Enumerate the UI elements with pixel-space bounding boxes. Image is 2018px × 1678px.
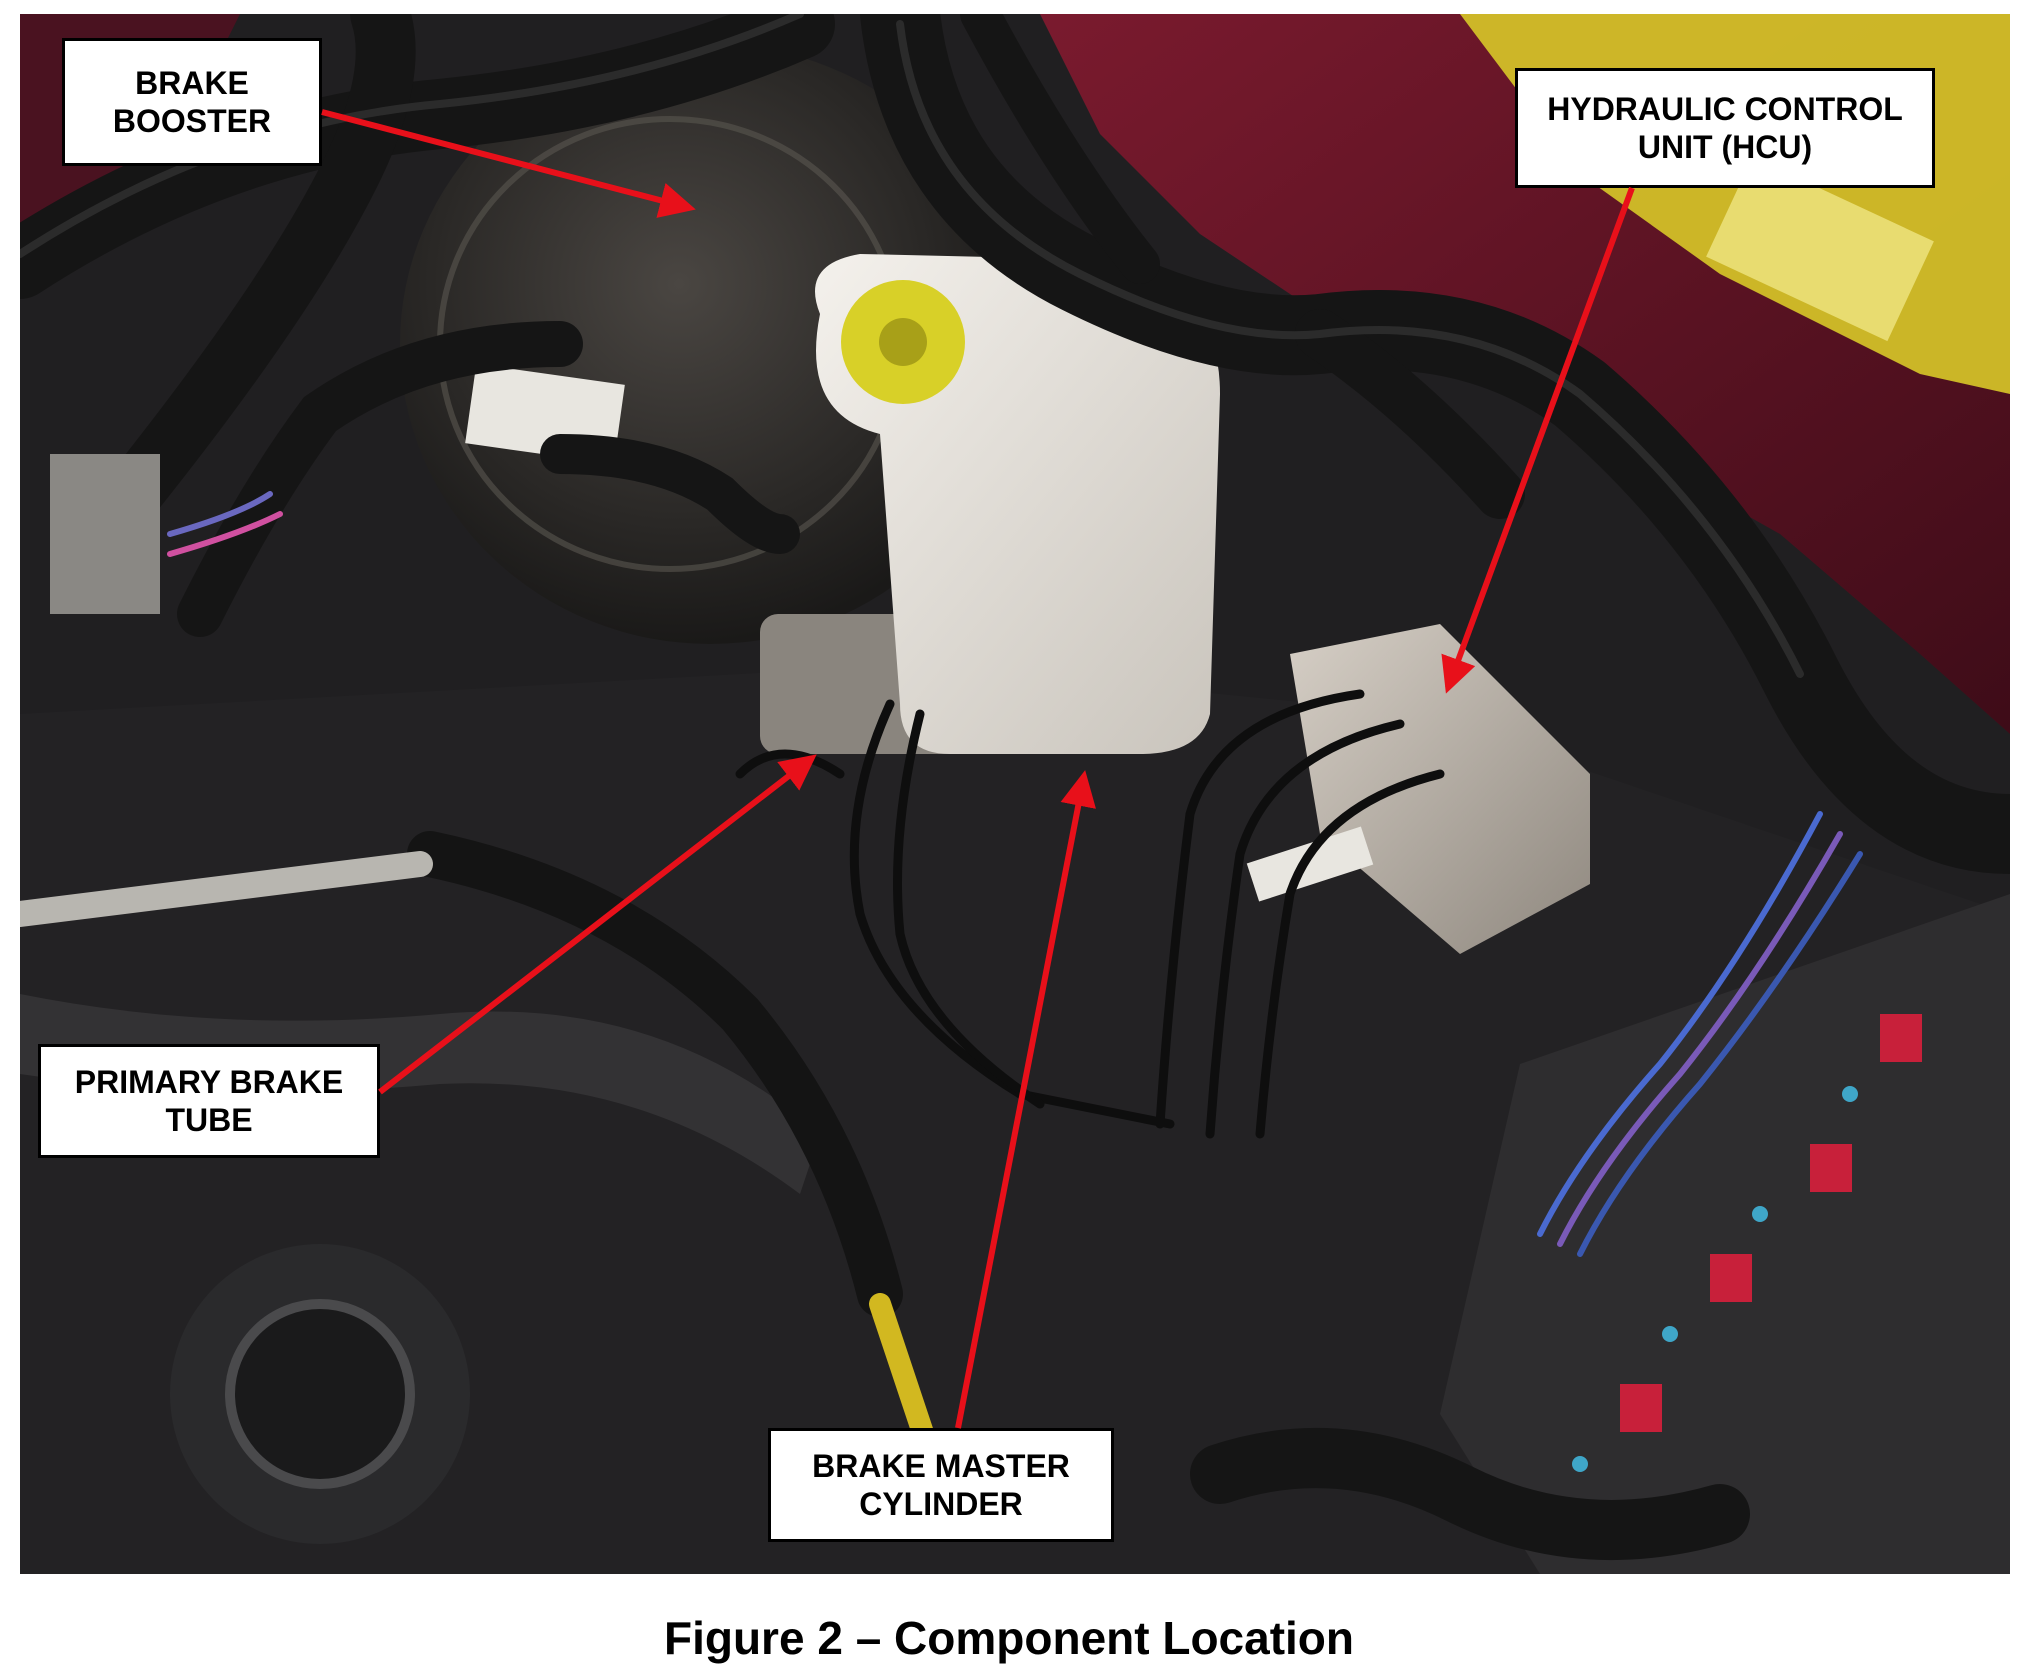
metal-rod [20,851,433,927]
callout-master-cylinder-line1: BRAKE MASTER [812,1448,1070,1484]
callout-master-cylinder: BRAKE MASTER CYLINDER [768,1428,1114,1542]
callout-hcu: HYDRAULIC CONTROL UNIT (HCU) [1515,68,1935,188]
callout-brake-booster-line1: BRAKE [135,65,249,101]
callout-primary-brake-tube-line1: PRIMARY BRAKE [74,1064,344,1100]
callout-brake-booster-line2: BOOSTER [112,103,272,139]
callout-primary-brake-tube-line2: TUBE [165,1102,253,1138]
figure-caption: Figure 2 – Component Location [663,1612,1355,1664]
callout-brake-booster: BRAKE BOOSTER [62,38,322,166]
callout-hcu-line1: HYDRAULIC CONTROL [1547,91,1903,127]
callout-primary-brake-tube: PRIMARY BRAKE TUBE [38,1044,380,1158]
warning-label [1706,156,1934,342]
relay-row [1572,1014,1922,1472]
hcu-label [1246,826,1374,902]
callout-master-cylinder-line2: CYLINDER [859,1486,1023,1522]
hcu-block [1290,624,1590,954]
connector-wires [167,491,1863,1257]
left-connector [50,454,160,614]
engine-bay-illustration [20,14,2010,1574]
engine-bay-photo [20,14,2010,1574]
power-distribution-center [1440,894,2010,1574]
callout-hcu-line2: UNIT (HCU) [1637,129,1813,165]
